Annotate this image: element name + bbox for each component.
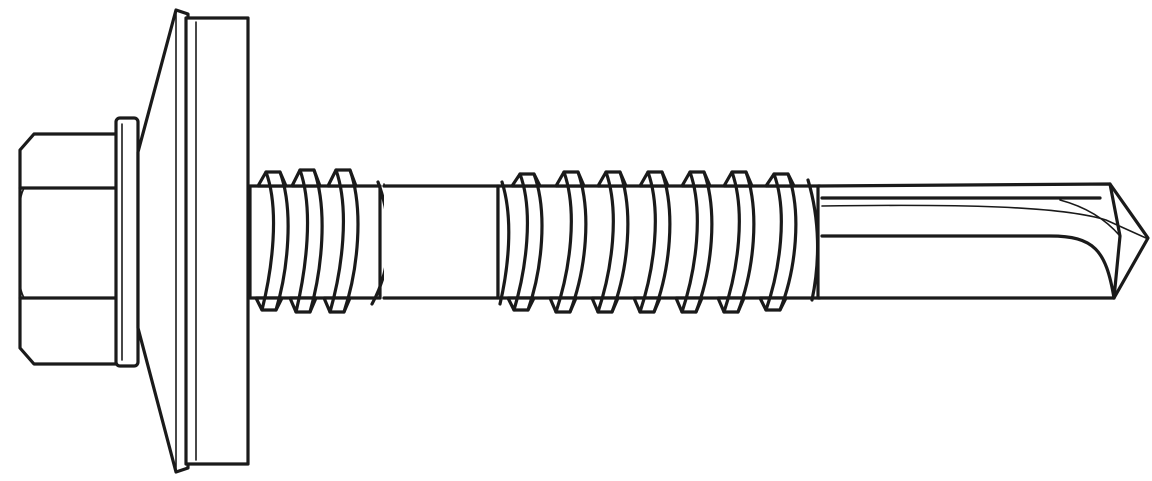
upper-thread: [248, 168, 392, 314]
hex-head: [18, 132, 120, 366]
unthreaded-shank: [382, 184, 500, 300]
bonded-washer: [136, 8, 250, 474]
drill-point: [816, 182, 1150, 300]
lower-thread: [496, 170, 822, 314]
hex-flange: [114, 116, 140, 368]
